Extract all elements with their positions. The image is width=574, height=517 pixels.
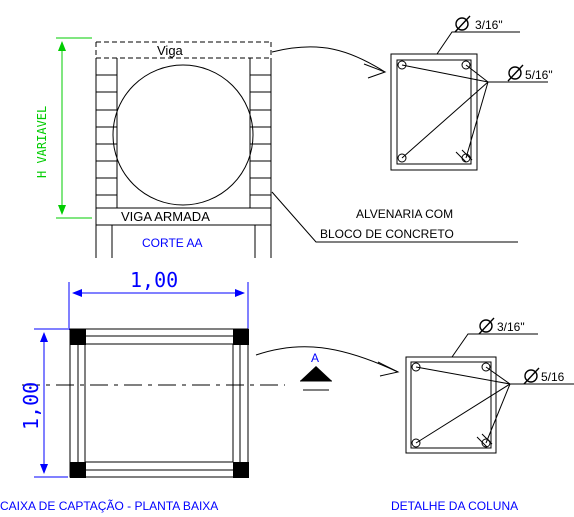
height-label: H VARIAVEL	[35, 106, 49, 178]
corner-column-tl	[70, 329, 86, 345]
plan-title: CAIXA DE CAPTAÇÃO - PLANTA BAIXA	[0, 499, 218, 513]
bar-label-top: 5/16"	[525, 68, 553, 82]
cut-marker	[300, 366, 332, 391]
plan-view	[69, 328, 249, 478]
opening-circle	[112, 64, 254, 206]
reinforced-beam-label: VIGA ARMADA	[121, 209, 210, 224]
top-beam	[95, 41, 272, 59]
plan-leader	[255, 346, 400, 377]
rebar-top-tl	[397, 60, 407, 70]
column-detail-top	[390, 31, 548, 171]
column-outer-bottom	[405, 356, 497, 454]
column-stirrup-bottom	[410, 361, 492, 449]
beam-label: Viga	[157, 43, 184, 58]
rebar-bottom-tr	[481, 362, 491, 372]
corner-column-tr	[233, 329, 249, 345]
stirrup-hook-bottom	[476, 433, 493, 448]
height-dimension	[56, 37, 92, 219]
width-dimension	[68, 282, 249, 330]
rebar-top-tr	[461, 60, 471, 70]
plan-inner-wall	[84, 343, 234, 463]
height-dim-label: 1,00	[19, 382, 43, 430]
section-view	[95, 41, 518, 258]
column-stirrup-top	[396, 59, 472, 165]
diameter-symbols-top	[454, 15, 524, 82]
diameter-symbols-bottom	[478, 317, 540, 385]
stirrup-label-top: 3/16"	[475, 18, 503, 32]
column-outer-top	[390, 53, 478, 171]
plan-corner-columns	[70, 329, 249, 478]
stirrup-leader-bottom	[451, 333, 538, 358]
right-wall	[249, 58, 272, 258]
left-wall	[95, 58, 118, 258]
stirrup-leader-top	[436, 31, 520, 55]
masonry-leader	[271, 191, 518, 243]
bar-label-bottom: 5/16	[541, 370, 565, 384]
rebar-bottom-tl	[411, 362, 421, 372]
corner-column-bl	[70, 462, 86, 478]
reinforced-beam	[96, 207, 271, 226]
cut-marker-label: A	[311, 351, 319, 365]
rebar-bottom-br	[481, 438, 491, 448]
plan-outer-wall	[69, 328, 249, 478]
masonry-label-line2: BLOCO DE CONCRETO	[320, 227, 454, 241]
rebar-bottom-bl	[411, 438, 421, 448]
rebar-top-bl	[397, 153, 407, 163]
section-leader-to-detail	[271, 46, 386, 73]
masonry-label-line1: ALVENARIA COM	[356, 207, 453, 221]
plan-height-dimension	[34, 328, 68, 478]
section-arrowhead	[363, 63, 387, 79]
stirrup-label-bottom: 3/16"	[497, 320, 525, 334]
cut-title: CORTE AA	[142, 236, 202, 250]
corner-column-br	[233, 462, 249, 478]
column-detail-bottom	[405, 333, 574, 454]
detail-title: DETALHE DA COLUNA	[391, 499, 518, 513]
width-dim-label: 1,00	[130, 268, 178, 292]
